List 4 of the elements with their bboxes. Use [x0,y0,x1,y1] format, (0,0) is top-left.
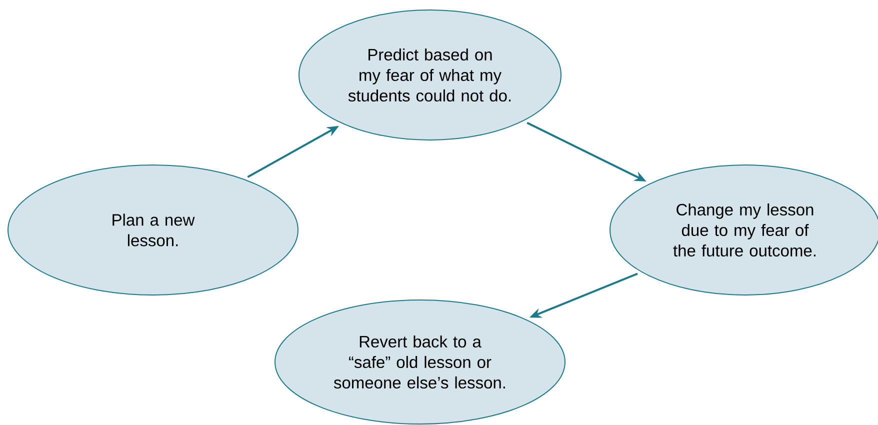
ellipse-node: Predict based on my fear of what my students could not do. [298,10,562,140]
ellipse-node: Plan a new lesson. [8,164,298,296]
ellipse-node: Revert back to a “safe” old lesson or someone else’s lesson. [274,300,566,424]
ellipse-node: Change my lesson due to my fear of the future outcome. [610,164,878,296]
